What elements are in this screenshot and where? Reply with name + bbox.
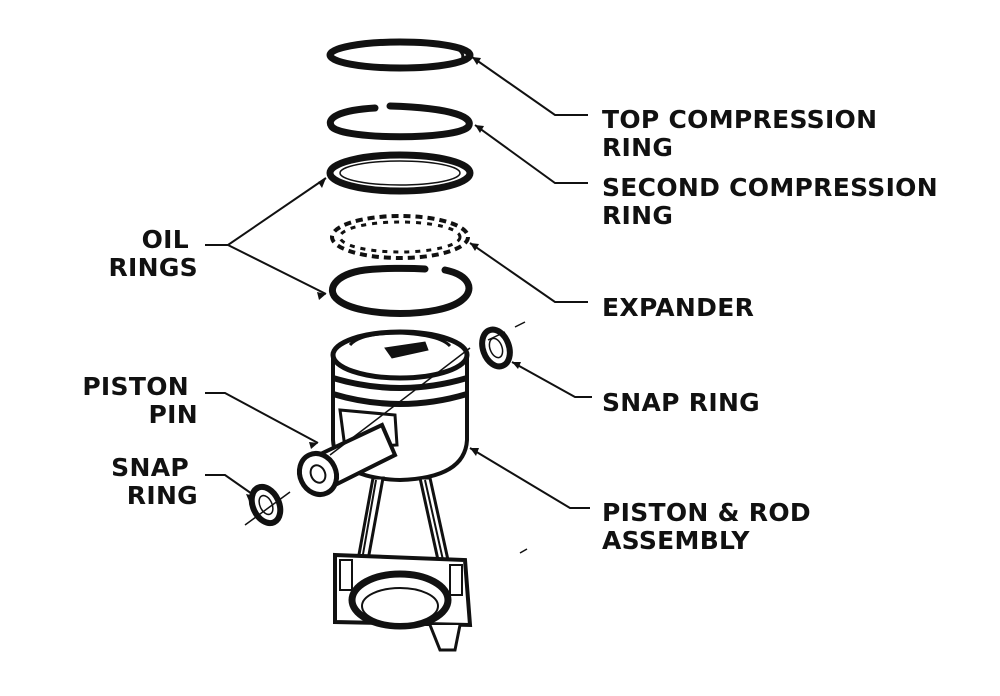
- label-oil-rings: OIL RINGS: [108, 225, 198, 282]
- leader-lines: [205, 56, 592, 509]
- label-piston-rod-assembly: PISTON & ROD ASSEMBLY: [602, 498, 820, 555]
- label-expander: EXPANDER: [602, 293, 754, 322]
- pin-axis-line: [244, 321, 528, 554]
- second-compression-ring: [326, 102, 473, 141]
- label-top-compression-ring: TOP COMPRESSION RING: [602, 105, 886, 162]
- label-piston-pin: PISTON PIN: [82, 372, 198, 429]
- connecting-rod: [333, 476, 473, 652]
- expander: [330, 214, 470, 260]
- leader-arrowheads: [246, 57, 521, 501]
- snap-ring-right: [479, 326, 513, 370]
- top-compression-ring: [326, 38, 474, 72]
- oil-ring-bottom: [329, 264, 473, 317]
- oil-ring-top: [326, 151, 474, 195]
- label-snap-ring-right: SNAP RING: [602, 388, 760, 417]
- label-snap-ring-left: SNAP RING: [111, 453, 198, 510]
- snap-ring-left: [248, 483, 284, 527]
- label-second-compression-ring: SECOND COMPRESSION RING: [602, 173, 947, 230]
- piston-pin: [296, 422, 398, 497]
